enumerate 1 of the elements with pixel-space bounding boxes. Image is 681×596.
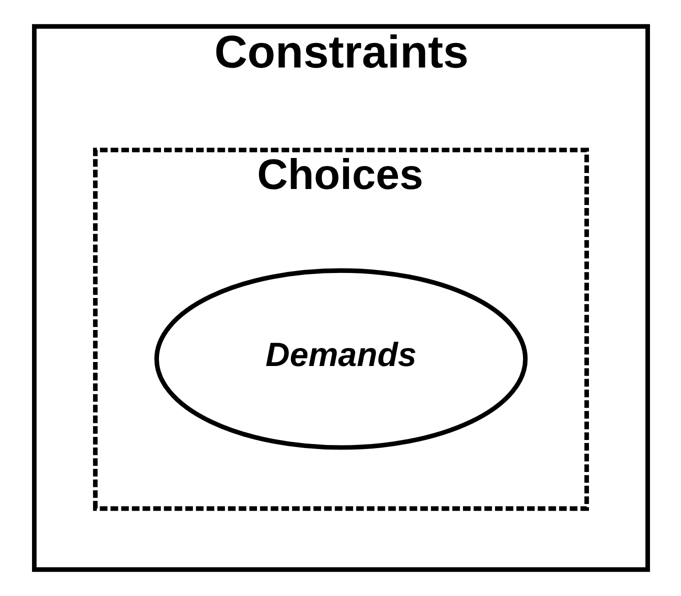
node-ellipse: Demands: [154, 268, 528, 450]
